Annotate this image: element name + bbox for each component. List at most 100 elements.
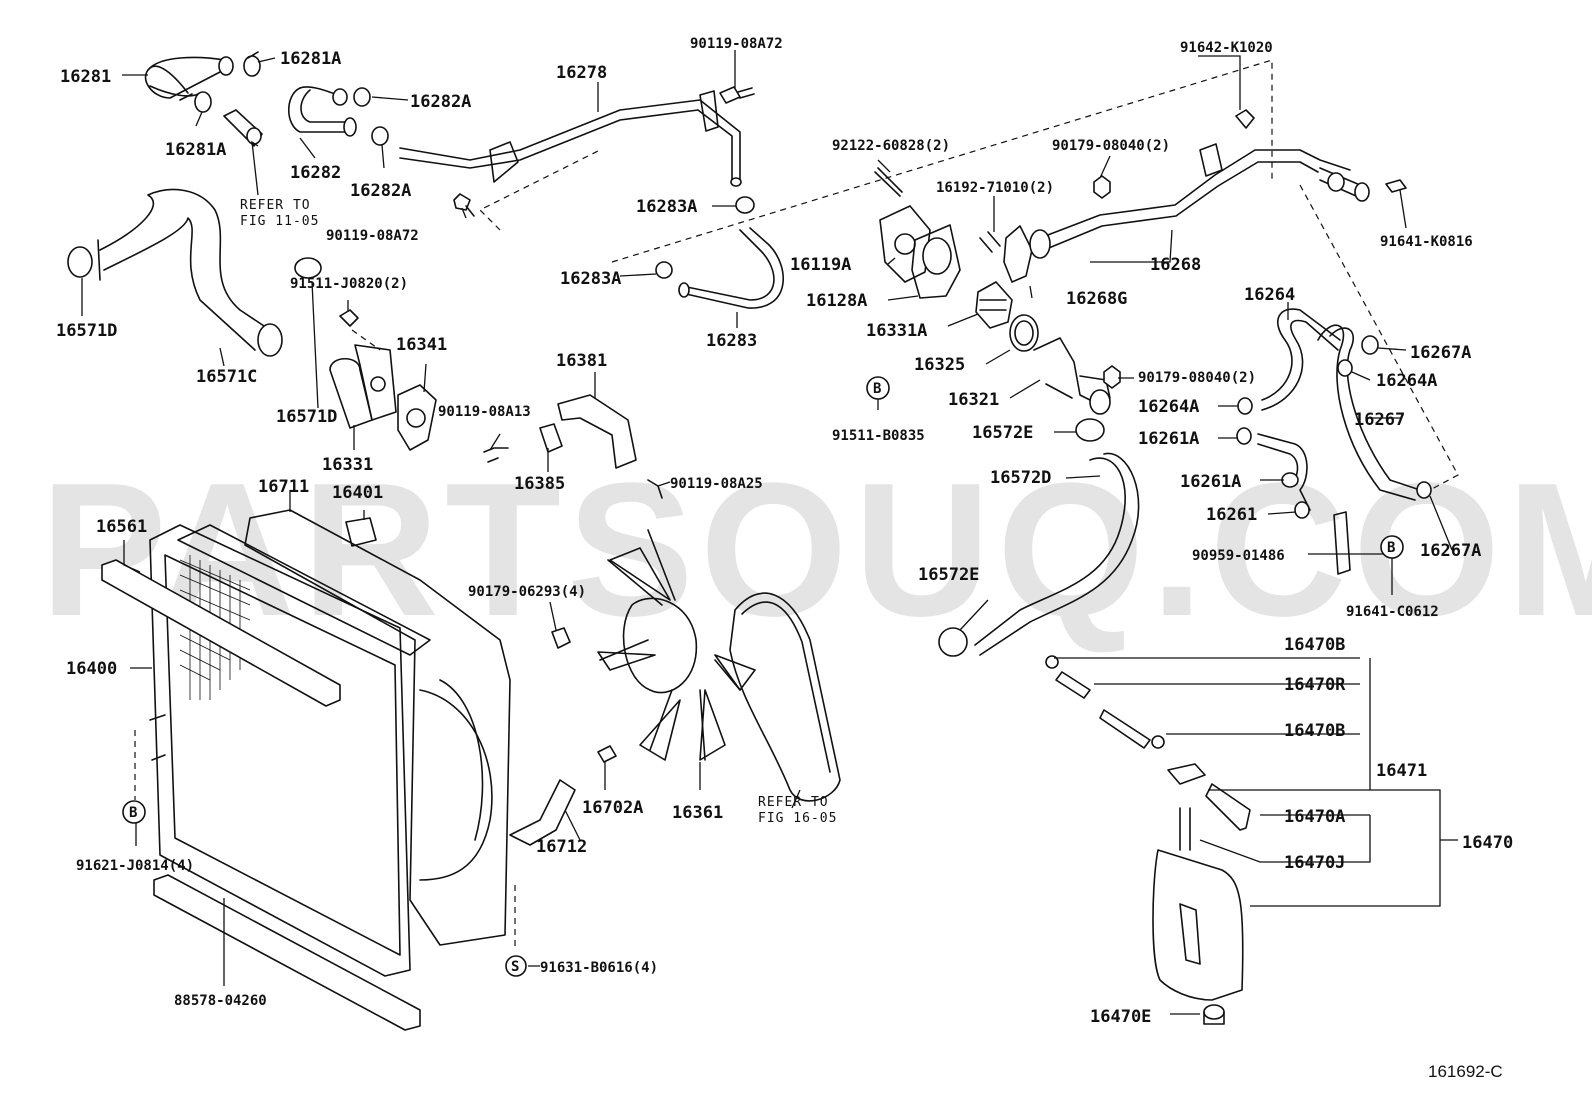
label-16572D: 16572D — [990, 468, 1051, 488]
label-90179-08040-top: 90179-08040(2) — [1052, 138, 1170, 154]
gasket-16119A[interactable] — [879, 205, 931, 283]
pipe-16278[interactable] — [399, 90, 742, 187]
label-16268: 16268 — [1150, 255, 1201, 275]
gasket-16325[interactable] — [1009, 314, 1039, 352]
hose-16264[interactable] — [1261, 308, 1341, 411]
pipe-16268[interactable] — [1029, 143, 1351, 259]
label-92122-60828: 92122-60828(2) — [832, 138, 950, 154]
label-16321: 16321 — [948, 390, 999, 410]
cap-16470E[interactable] — [1203, 1004, 1225, 1025]
stud-16192-71010[interactable] — [979, 231, 1001, 253]
hose-16572D[interactable] — [974, 452, 1140, 656]
gasket-16341[interactable] — [397, 384, 437, 451]
label-91641-C0612: 91641-C0612 — [1346, 604, 1439, 620]
fan-16361[interactable] — [597, 529, 756, 761]
hose-16282[interactable] — [287, 86, 357, 137]
bolt-90119-08A13[interactable] — [483, 447, 509, 463]
hose-16470R[interactable] — [1055, 671, 1151, 749]
clamp-16281A-bottom[interactable] — [194, 91, 212, 113]
leader-lines — [81, 50, 1458, 1015]
hose-16470A[interactable] — [1205, 783, 1251, 831]
label-90119-08A13: 90119-08A13 — [438, 404, 531, 420]
label-16264A-right: 16264A — [1376, 371, 1437, 391]
clamp-16571D-right[interactable] — [294, 257, 322, 279]
bolt-91511-J0820[interactable] — [339, 309, 359, 327]
hose-16283[interactable] — [678, 227, 784, 309]
clamp-16283A-lower[interactable] — [655, 261, 673, 279]
hose-16470B-top[interactable] — [1045, 655, 1059, 669]
svg-text:B: B — [1387, 540, 1395, 556]
inlet-16331[interactable] — [329, 344, 397, 429]
hose-16281[interactable] — [144, 56, 234, 101]
label-16385: 16385 — [514, 474, 565, 494]
outlet-16321[interactable] — [1033, 337, 1111, 415]
bolt-91641-K0816[interactable] — [1385, 179, 1407, 193]
label-16702A: 16702A — [582, 798, 643, 818]
label-16283: 16283 — [706, 331, 757, 351]
label-16571D-right: 16571D — [276, 407, 337, 427]
nut-90179-06293[interactable] — [551, 627, 571, 649]
hose-16470B-bottom[interactable] — [1151, 735, 1165, 749]
tube-16470J[interactable] — [1179, 807, 1191, 851]
label-16711: 16711 — [258, 477, 309, 497]
label-16470R: 16470R — [1284, 675, 1346, 695]
label-16282A-top: 16282A — [410, 92, 471, 112]
label-16325: 16325 — [914, 355, 965, 375]
clamp-16281A-top[interactable] — [243, 51, 261, 77]
bracket-16712[interactable] — [509, 779, 576, 846]
bolt-91642-K1020[interactable] — [1235, 109, 1255, 129]
clamp-16571D-left[interactable] — [67, 246, 93, 278]
cap-16471[interactable] — [1167, 763, 1206, 785]
label-16470: 16470 — [1462, 833, 1513, 853]
reservoir-16470[interactable] — [1152, 849, 1244, 1001]
cap-16401[interactable] — [345, 517, 377, 547]
seal-16561[interactable] — [101, 559, 341, 707]
clamp-16267A-bottom[interactable] — [1416, 481, 1432, 499]
marker-b-91621: B — [122, 800, 146, 824]
label-16267A-bottom: 16267A — [1420, 541, 1481, 561]
fitting-refer-11-05[interactable] — [223, 109, 263, 147]
clip-16702A[interactable] — [597, 745, 617, 763]
label-16361: 16361 — [672, 803, 723, 823]
label-16571C: 16571C — [196, 367, 257, 387]
label-16331: 16331 — [322, 455, 373, 475]
clamp-16282A-bottom[interactable] — [371, 126, 389, 146]
seal-88578-04260[interactable] — [153, 874, 421, 1031]
clamp-16283A-upper[interactable] — [735, 196, 755, 214]
fan-belt-refer-16-05[interactable] — [729, 592, 841, 802]
thermostat-16331A[interactable] — [975, 281, 1013, 329]
clamp-16282A-top[interactable] — [353, 87, 371, 107]
clamp-16264A-right[interactable] — [1337, 359, 1353, 377]
label-91642-K1020: 91642-K1020 — [1180, 40, 1273, 56]
label-16572E-top: 16572E — [972, 423, 1033, 443]
bolt-90119-08A72-top[interactable] — [719, 86, 755, 104]
clamp-16572E-bottom[interactable] — [938, 627, 968, 657]
block-16385[interactable] — [539, 423, 563, 453]
label-16400: 16400 — [66, 659, 117, 679]
clamp-16267A-top[interactable] — [1361, 335, 1379, 355]
label-16267: 16267 — [1354, 410, 1405, 430]
nut-90179-08040-top[interactable] — [1093, 175, 1111, 199]
housing-16128A[interactable] — [911, 224, 961, 299]
nut-90179-08040-bottom[interactable] — [1103, 365, 1121, 389]
bracket-16381[interactable] — [557, 394, 637, 469]
clamp-16264A-left[interactable] — [1237, 397, 1253, 415]
marker-b-91511: B — [866, 376, 890, 400]
shroud-16711[interactable] — [244, 509, 511, 946]
label-16381: 16381 — [556, 351, 607, 371]
bolt-90119-08A72-left[interactable] — [453, 193, 475, 217]
clamp-16261A-top[interactable] — [1236, 427, 1252, 445]
label-16128A: 16128A — [806, 291, 867, 311]
label-16470E: 16470E — [1090, 1007, 1151, 1027]
label-90179-08040-bottom: 90179-08040(2) — [1138, 370, 1256, 386]
gasket-16268G[interactable] — [1003, 225, 1033, 283]
label-16282: 16282 — [290, 163, 341, 183]
label-16261A-bottom: 16261A — [1180, 472, 1241, 492]
clamp-16261A-bottom[interactable] — [1281, 472, 1299, 488]
hose-16571C[interactable] — [97, 188, 283, 357]
hose-end-right[interactable] — [1319, 167, 1370, 202]
stud-92122-60828[interactable] — [874, 167, 903, 197]
clamp-16572E-top[interactable] — [1075, 418, 1105, 442]
label-16261: 16261 — [1206, 505, 1257, 525]
